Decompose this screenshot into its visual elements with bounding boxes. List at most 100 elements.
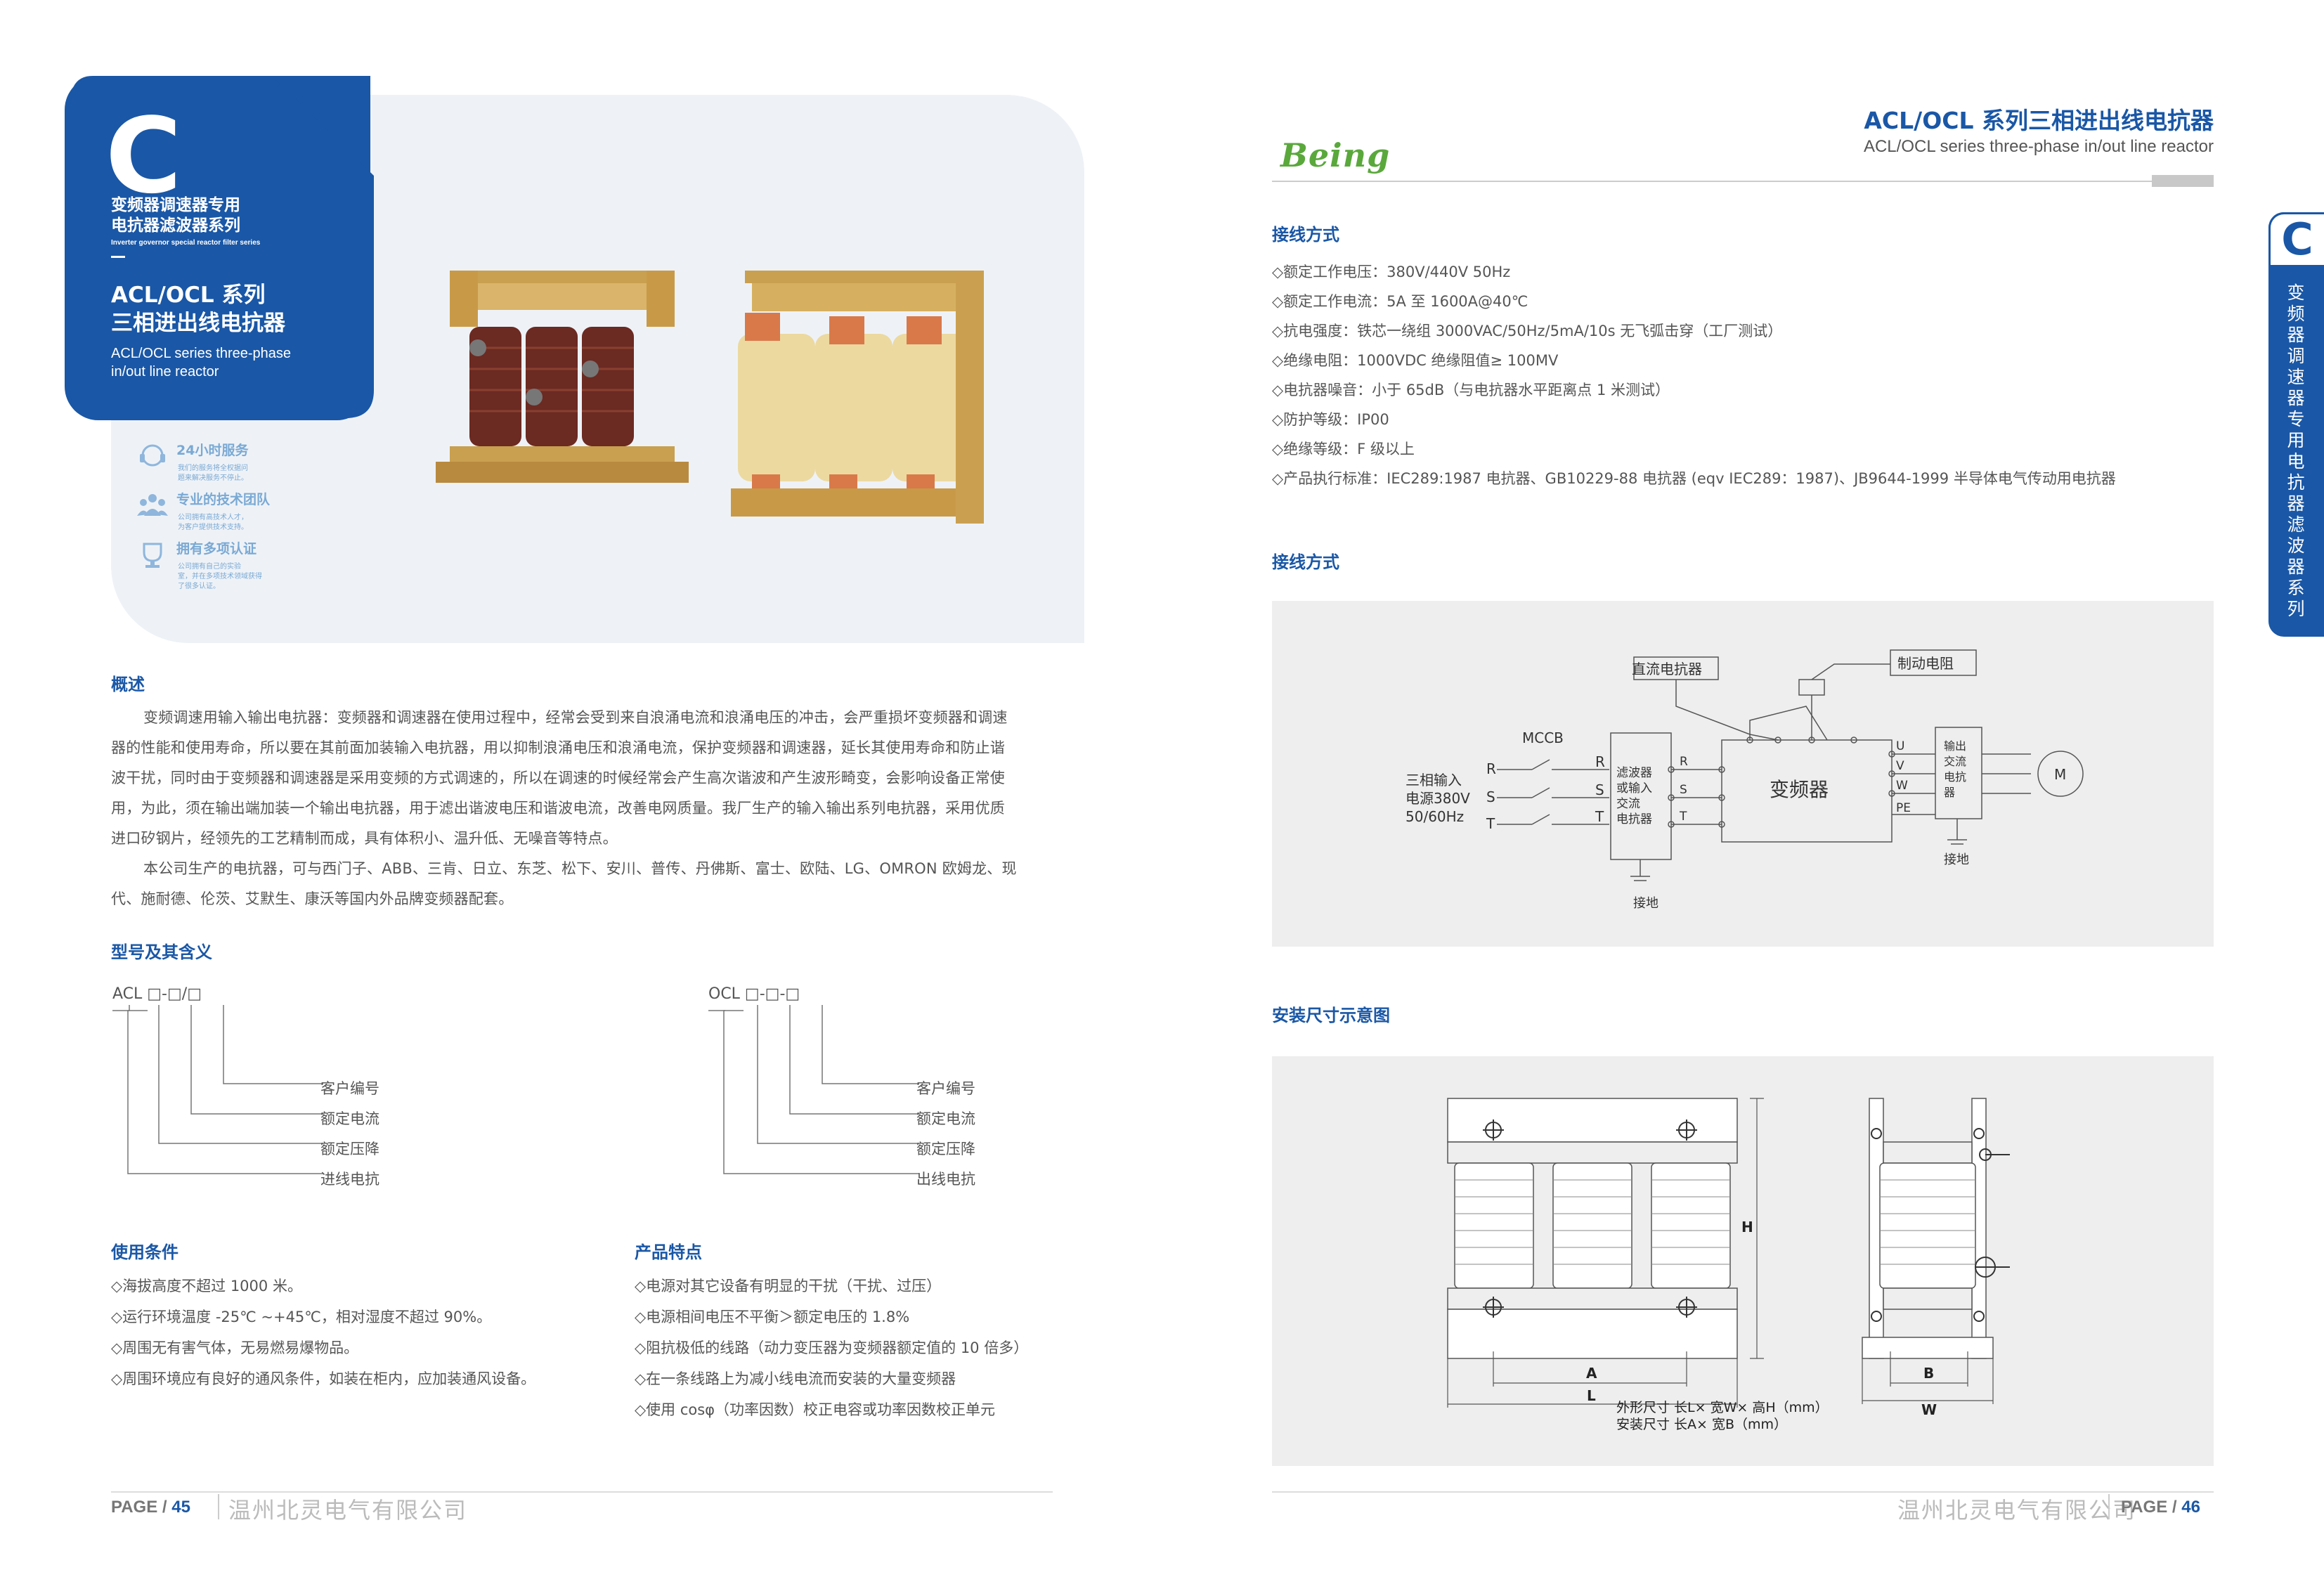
spec-item: ◇产品执行标准：IEC289:1987 电抗器、GB10229-88 电抗器 (… (1272, 470, 2116, 487)
header-title-cn: ACL/OCL 系列三相进出线电抗器 (1864, 107, 2214, 134)
tab-title-en-2: in/out line reactor (111, 364, 219, 379)
overview-line: 本公司生产的电抗器，可与西门子、ABB、三肯、日立、东芝、松下、安川、普传、丹佛… (143, 860, 1017, 877)
acl-label: 进线电抗 (320, 1171, 379, 1188)
wiring-ground-2: 接地 (1944, 852, 1969, 867)
wiring-s: S (1486, 788, 1495, 805)
feature-desc: 公司拥有自己的实验 (178, 563, 241, 571)
overview-line: 代、施耐德、伦茨、艾默生、康沃等国内外品牌变频器配套。 (111, 890, 514, 907)
page-num: 46 (2181, 1498, 2200, 1517)
overview-line: 变频调速用输入输出电抗器：变频器和调速器在使用过程中，经常会受到来自浪涌电流和浪… (143, 709, 1008, 726)
wiring-schematic: 三相输入 电源380V 50/60Hz MCCB R S T R S T R S… (1406, 649, 2084, 911)
dimension-drawing: H A L B W 外形尺寸 长L× 宽W× 高H（mm） 安装尺寸 长A× 宽… (1447, 1098, 2010, 1432)
header-rule (1272, 181, 2214, 182)
dim-h: H (1741, 1219, 1753, 1235)
dim-w: W (1921, 1401, 1937, 1418)
spec-list: ◇额定工作电压：380V/440V 50Hz ◇额定工作电流：5A 至 1600… (1272, 257, 2116, 493)
feature-desc: 题来解决服务不停止。 (178, 474, 248, 482)
feature-desc: 我们的服务将全权据问 (178, 465, 248, 472)
feature-desc: 公司拥有高技术人才， (178, 514, 248, 521)
acl-code: ACL □-□/□ (112, 985, 202, 1003)
wiring-brake-resistor: 制动电阻 (1897, 655, 1954, 672)
feature-certs: 拥有多项认证 公司拥有自己的实验 室，并在多项技术领域获得 了很多认证。 (137, 540, 262, 590)
feature-item: ◇电源对其它设备有明显的干扰（干扰、过压） (635, 1278, 942, 1294)
ocl-label: 额定电流 (916, 1110, 975, 1127)
wiring-out-2: 交流 (1944, 755, 1966, 768)
spec-item: ◇抗电强度：铁芯一绕组 3000VAC/50Hz/5mA/10s 无飞弧击穿（工… (1272, 323, 1783, 339)
dimension-diagram: H A L B W 外形尺寸 长L× 宽W× 高H（mm） 安装尺寸 长A× 宽… (1272, 1056, 2214, 1466)
spec-item: ◇额定工作电压：380V/440V 50Hz (1272, 264, 1511, 280)
wiring-input-1: 三相输入 (1406, 772, 1462, 788)
spec-title: 接线方式 (1272, 225, 1339, 245)
acl-label: 额定压降 (320, 1141, 379, 1157)
footer-rule-right (1272, 1491, 2214, 1493)
tab-divider (111, 256, 125, 258)
ocl-labels: 客户编号 额定电流 额定压降 出线电抗 (916, 1074, 975, 1195)
tab-series-cn-2: 电抗器滤波器系列 (111, 216, 240, 235)
spec-item: ◇额定工作电流：5A 至 1600A@40℃ (1272, 293, 1528, 310)
acl-diagram-lines (112, 1005, 323, 1174)
acl-label: 客户编号 (320, 1080, 379, 1097)
acl-reactor-image (436, 271, 689, 483)
side-tab (2268, 212, 2324, 637)
page-num: 45 (171, 1498, 190, 1517)
ocl-label: 额定压降 (916, 1141, 975, 1157)
dim-l: L (1587, 1387, 1596, 1404)
dim-note-2: 安装尺寸 长A× 宽B（mm） (1616, 1417, 1787, 1432)
feature-title: 24小时服务 (176, 443, 249, 458)
side-tab-text: 变频器调速器专用电抗器滤波器系列 (2287, 283, 2305, 619)
header-title-en: ACL/OCL series three-phase in/out line r… (1863, 137, 2214, 156)
feature-desc: 室，并在多项技术领域获得 (178, 573, 262, 580)
usage-title: 使用条件 (111, 1242, 178, 1262)
wiring-filter-4: 电抗器 (1616, 812, 1652, 826)
overview-line: 器的性能和使用寿命，所以要在其前面加装输入电抗器，用以抑制浪涌电压和浪涌电流，保… (111, 739, 1005, 756)
feature-item: ◇在一条线路上为减小线电流而安装的大量变频器 (635, 1370, 956, 1387)
usage-list: ◇海拔高度不超过 1000 米。 ◇运行环境温度 -25℃ ~+45℃，相对湿度… (111, 1271, 535, 1394)
wiring-t2: T (1595, 808, 1604, 825)
feature-item: ◇阻抗极低的线路（动力变压器为变频器额定值的 10 倍多） (635, 1339, 1029, 1356)
dim-note-1: 外形尺寸 长L× 宽W× 高H（mm） (1616, 1400, 1829, 1415)
overview-title: 概述 (111, 675, 145, 694)
trophy-icon (143, 543, 162, 568)
overview-line: 进口矽钢片，经领先的工艺精制而成，具有体积小、温升低、无噪音等特点。 (111, 830, 618, 847)
tab-title-en-1: ACL/OCL series three-phase (111, 346, 292, 361)
ocl-label: 出线电抗 (916, 1171, 975, 1188)
wiring-dc-reactor: 直流电抗器 (1632, 661, 1702, 677)
ocl-label: 客户编号 (916, 1080, 975, 1097)
overview-line: 用，为此，须在输出端加装一个输出电抗器，用于滤出谐波电压和谐波电流，改善电网质量… (111, 800, 1005, 817)
feature-title: 拥有多项认证 (176, 541, 257, 557)
wiring-out-4: 器 (1944, 786, 1955, 799)
wiring-input-3: 50/60Hz (1406, 808, 1464, 825)
wiring-pe: PE (1896, 801, 1911, 815)
spec-item: ◇绝缘等级：F 级以上 (1272, 441, 1415, 457)
wiring-t: T (1486, 815, 1495, 832)
headset-icon (140, 444, 165, 467)
model-title: 型号及其含义 (111, 942, 212, 962)
spec-item: ◇防护等级：IP00 (1272, 411, 1389, 428)
dim-a: A (1586, 1365, 1597, 1382)
feature-team: 专业的技术团队 公司拥有高技术人才， 为客户提供技术支持。 (137, 491, 270, 531)
wiring-out-1: 输出 (1944, 739, 1966, 753)
footer-divider-right (2108, 1494, 2110, 1519)
wiring-mccb: MCCB (1522, 729, 1564, 746)
overview-text: 变频调速用输入输出电抗器：变频器和调速器在使用过程中，经常会受到来自浪涌电流和浪… (111, 703, 1053, 914)
wiring-filter-2: 或输入 (1616, 781, 1652, 796)
tab-title-cn-1: ACL/OCL 系列 (111, 283, 266, 308)
page-number-right: PAGE / 46 (2121, 1499, 2200, 1516)
ocl-reactor-image (731, 271, 984, 524)
wiring-v: V (1896, 759, 1904, 773)
tab-title-cn-2: 三相进出线电抗器 (111, 311, 285, 336)
wiring-motor: M (2054, 766, 2066, 783)
usage-item: ◇海拔高度不超过 1000 米。 (111, 1278, 302, 1294)
feature-desc: 为客户提供技术支持。 (178, 524, 248, 531)
usage-item: ◇运行环境温度 -25℃ ~+45℃，相对湿度不超过 90%。 (111, 1309, 492, 1325)
tab-series-cn-1: 变频器调速器专用 (111, 196, 240, 214)
company-name: 温州北灵电气有限公司 (228, 1497, 468, 1524)
feature-desc: 了很多认证。 (178, 583, 220, 590)
wiring-inverter: 变频器 (1770, 778, 1829, 801)
wiring-filter-3: 交流 (1616, 797, 1640, 811)
company-name-right: 温州北灵电气有限公司 (1897, 1497, 2137, 1524)
usage-item: ◇周围环境应有良好的通风条件，如装在柜内，应加装通风设备。 (111, 1370, 536, 1387)
wiring-title: 接线方式 (1272, 552, 1339, 572)
wiring-r3: R (1680, 755, 1688, 769)
wiring-out-3: 电抗 (1944, 770, 1966, 784)
